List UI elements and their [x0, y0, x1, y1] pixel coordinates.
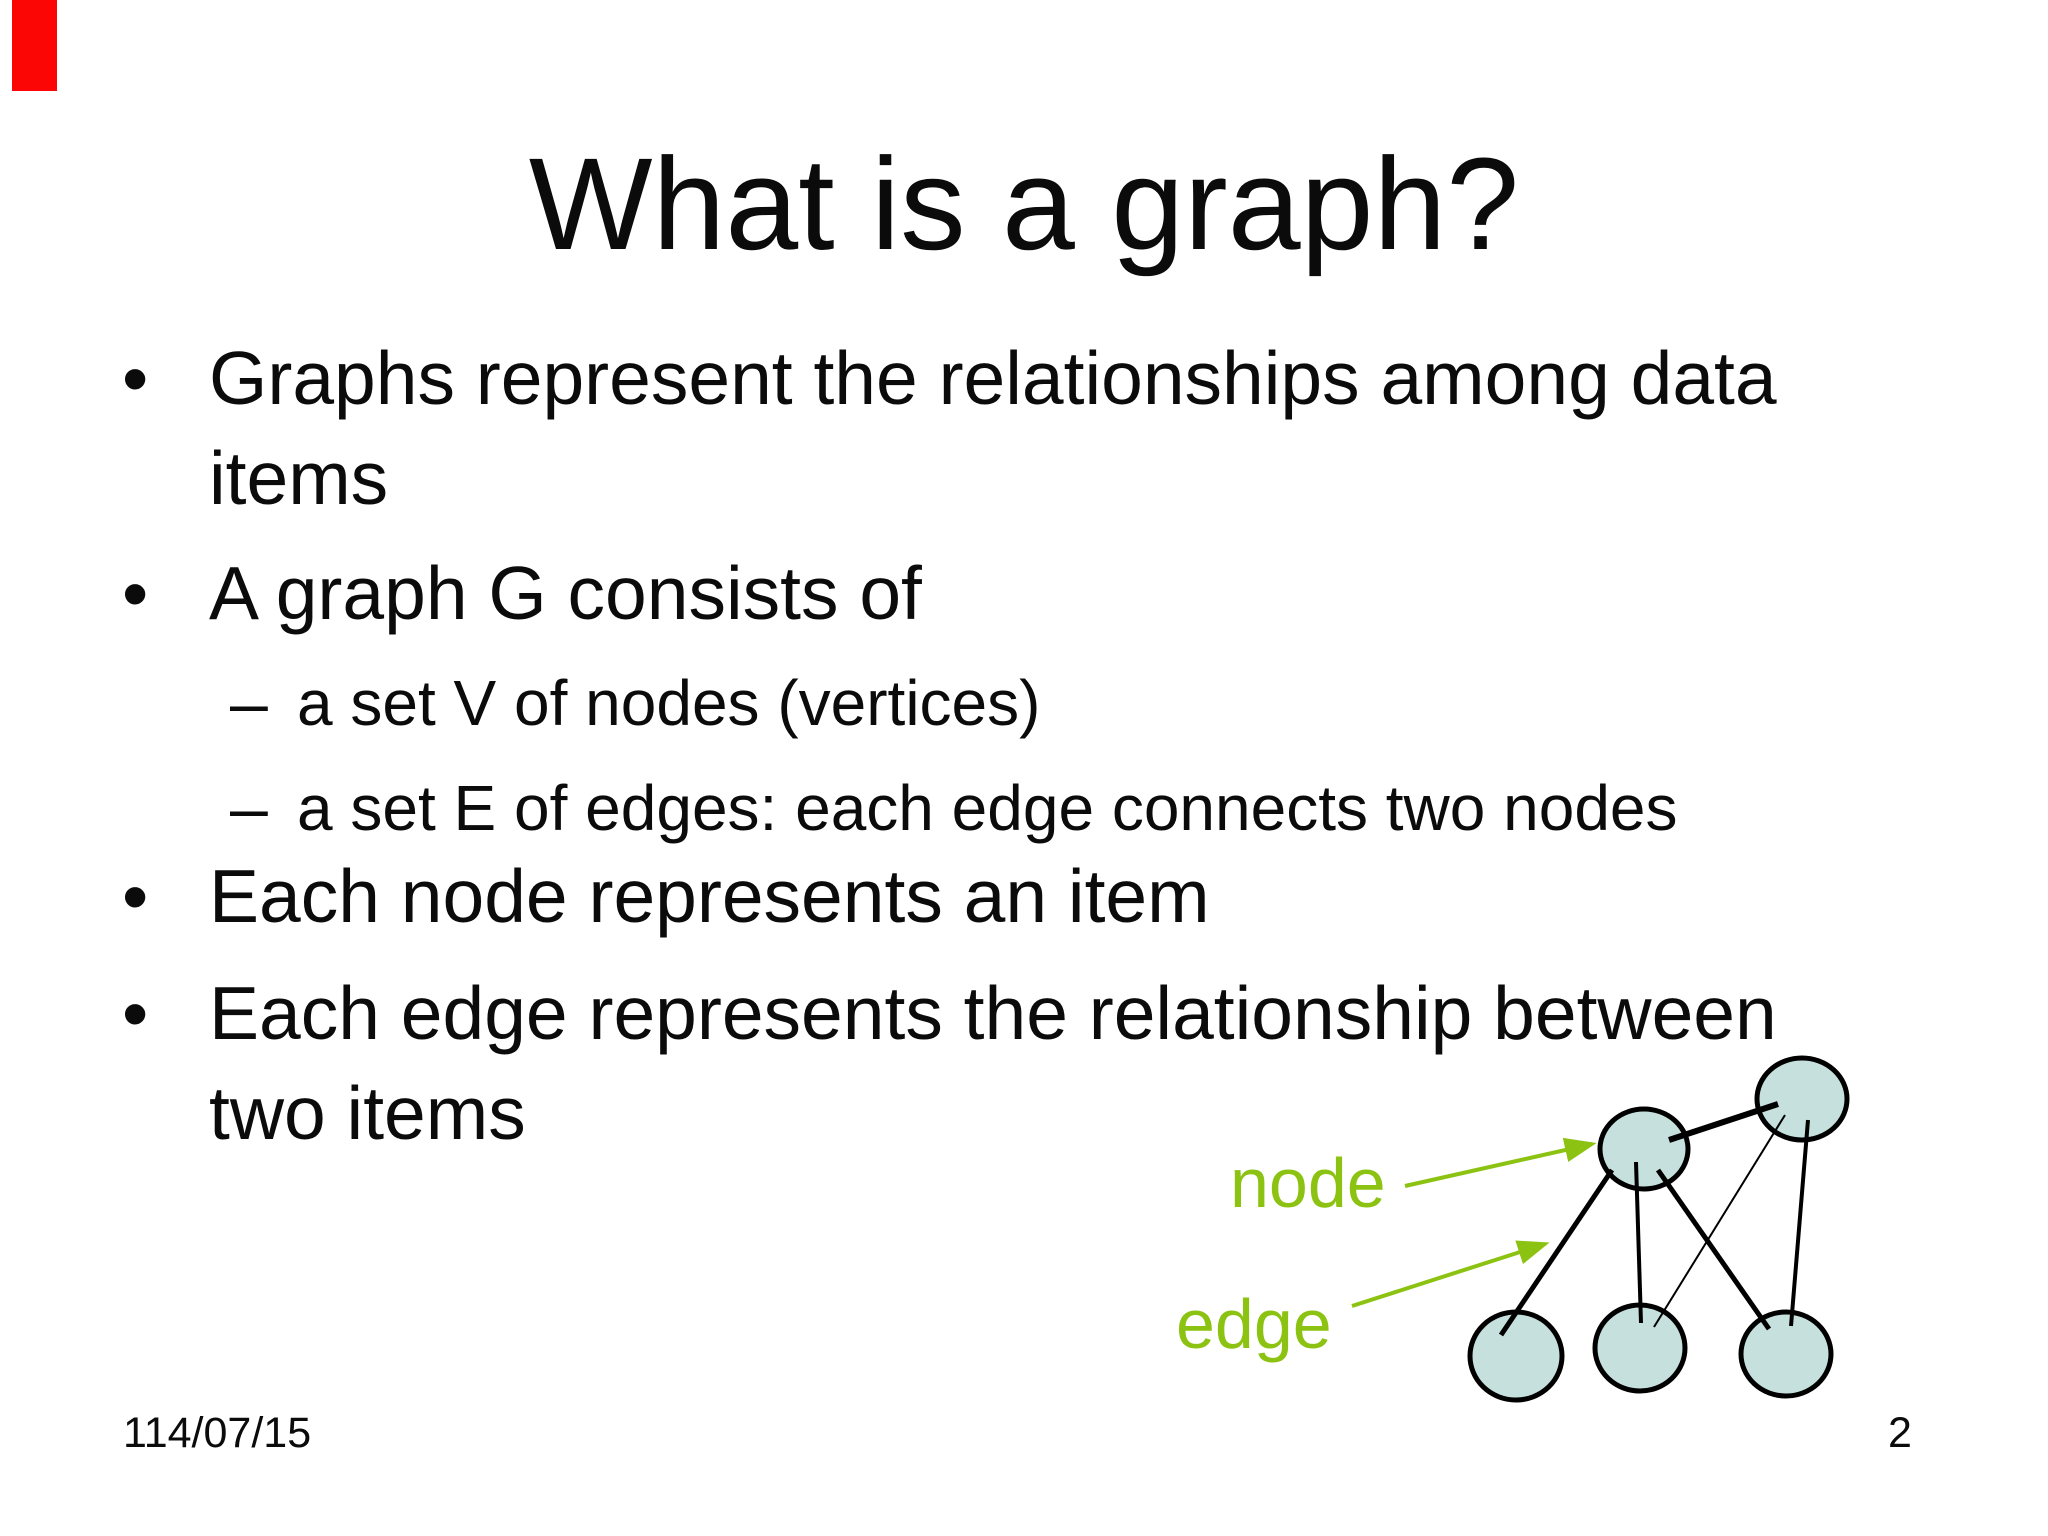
graph-edge-upper-middle-bottom-left [1498, 1168, 1615, 1337]
graph-node-bottom-right [1738, 1309, 1834, 1399]
bullet-1-line-1: Graphs represent the relationships among… [209, 336, 1777, 420]
sub-bullet-1: a set V of nodes (vertices) [297, 667, 1041, 739]
bullet-2-line-1: A graph G consists of [209, 551, 922, 635]
graph-edge-top-right-bottom-right [1789, 1119, 1810, 1327]
graph-edge-upper-middle-bottom-right [1655, 1168, 1772, 1331]
sub-bullet-dash-icon: – [230, 770, 268, 846]
bullet-4-line-2: two items [209, 1071, 526, 1155]
red-marker-bar [12, 0, 57, 91]
edge-annotation-arrow [1351, 1240, 1550, 1308]
bullet-icon: • [122, 971, 149, 1055]
slide-title: What is a graph? [528, 130, 1520, 277]
bullet-3-line-1: Each node represents an item [209, 854, 1210, 938]
graph-node-upper-middle [1597, 1106, 1691, 1192]
bullet-icon: • [122, 551, 149, 635]
sub-bullet-2: a set E of edges: each edge connects two… [297, 772, 1678, 844]
sub-bullet-dash-icon: – [230, 665, 268, 741]
bullet-icon: • [122, 336, 149, 420]
graph-edge-upper-middle-top-right [1668, 1101, 1779, 1143]
edge-annotation-label: edge [1176, 1285, 1332, 1363]
bullet-4-line-1: Each edge represents the relationship be… [209, 971, 1777, 1055]
node-annotation-arrow [1404, 1137, 1597, 1188]
bullet-1-line-2: items [209, 436, 389, 520]
node-annotation-label: node [1230, 1144, 1386, 1222]
footer-date: 114/07/15 [123, 1409, 312, 1457]
graph-edge-upper-middle-bottom-middle [1634, 1161, 1643, 1324]
graph-edge-top-right-bottom-middle [1653, 1114, 1786, 1328]
bullet-icon: • [122, 854, 149, 938]
page-number: 2 [1888, 1409, 1912, 1457]
graph-node-bottom-left [1467, 1309, 1565, 1403]
graph-node-top-right [1754, 1055, 1850, 1143]
